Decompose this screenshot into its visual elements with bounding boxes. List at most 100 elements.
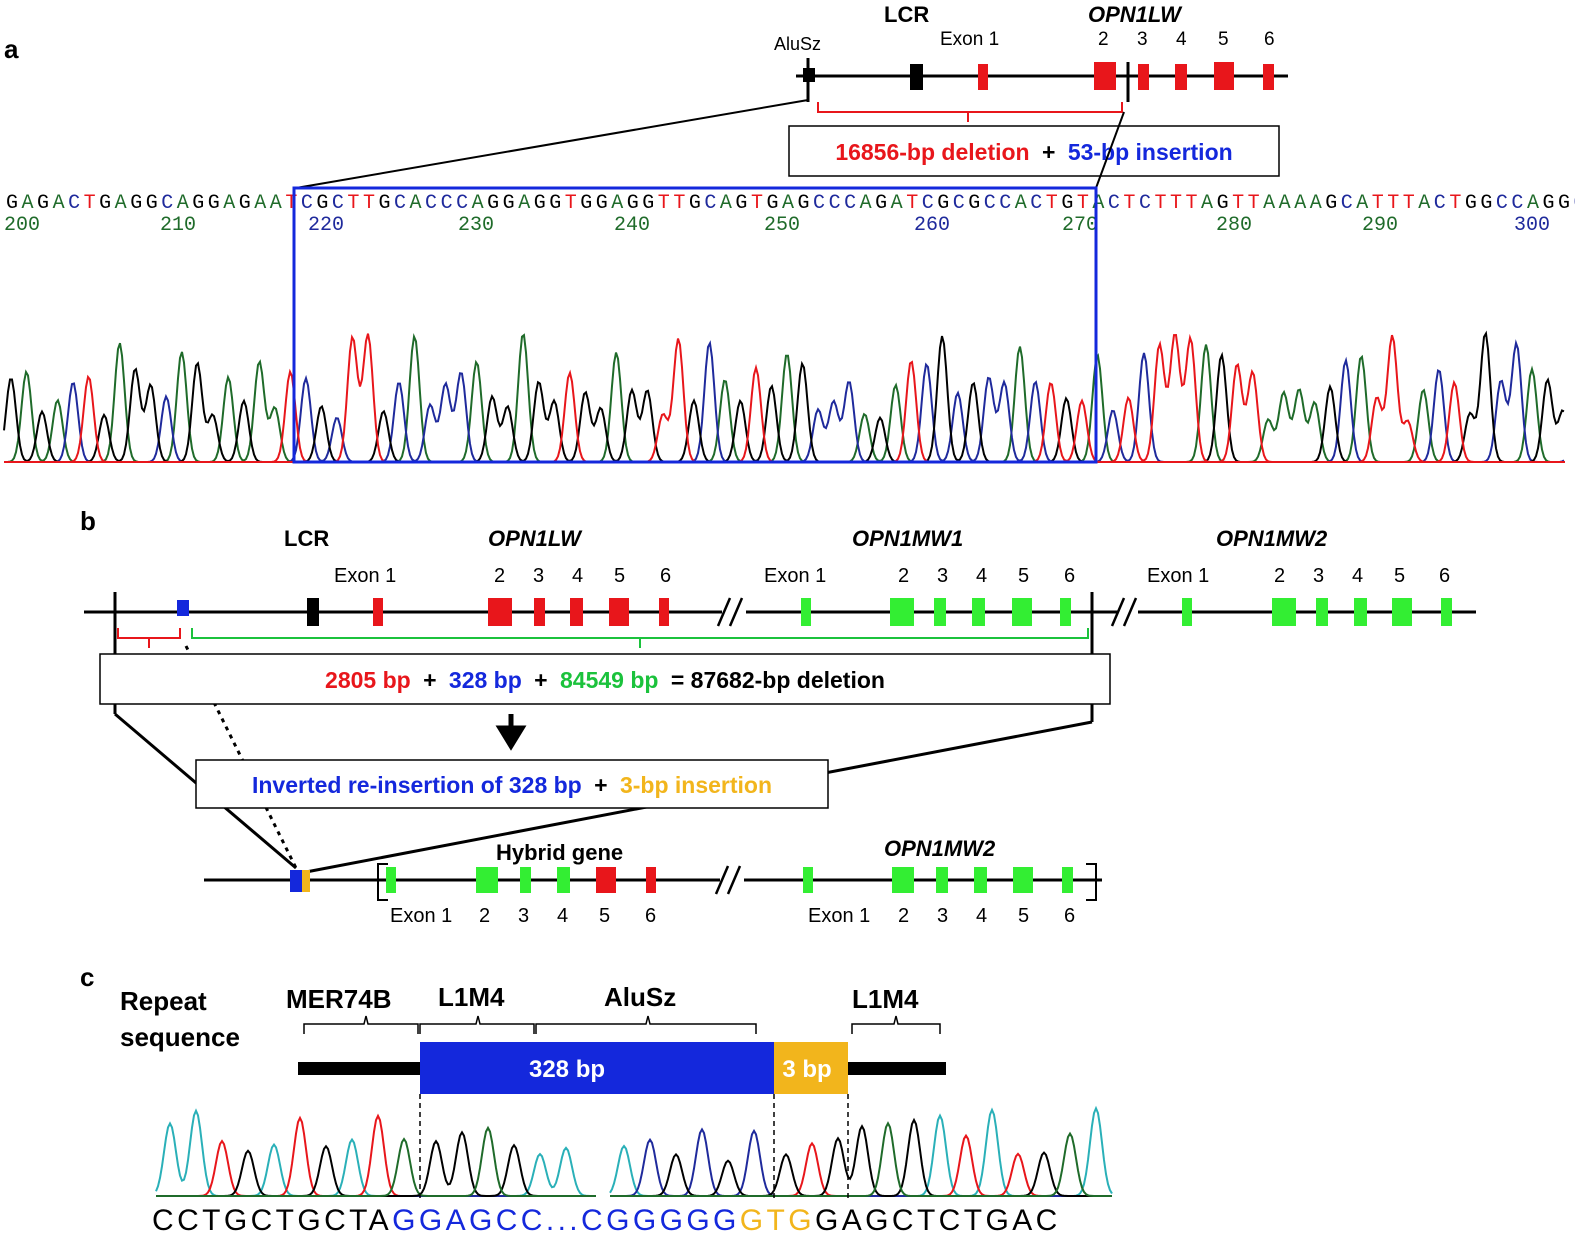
sequence-base: C (161, 192, 173, 215)
exon-number: 5 (1394, 565, 1405, 587)
sequence-base: C (999, 192, 1011, 215)
panel-c-sequence-label: sequence (120, 1022, 240, 1052)
sequence-base: C (922, 192, 934, 215)
exon-block (1392, 598, 1412, 626)
sequence-base: G (689, 192, 701, 215)
panel-c-bracket-mer74b (303, 1015, 419, 1034)
position-label: 230 (458, 214, 494, 237)
panel-b-plus: + (594, 772, 607, 798)
sequence-base: C (829, 192, 841, 215)
exon-number: 2 (479, 905, 490, 927)
position-label: 250 (764, 214, 800, 237)
panel-c-repeat-l1m4: L1M4 (438, 982, 505, 1012)
exon-block (972, 598, 985, 626)
panel-b-bottom-exons (386, 867, 1073, 893)
panel-b-seg1: 2805 bp (325, 667, 411, 693)
exon-block (801, 598, 811, 626)
exon-number: 3 (518, 905, 529, 927)
sequence-base: T (1248, 192, 1260, 215)
panel-a-exon-4 (1175, 64, 1187, 90)
panel-a-exon-1 (978, 64, 988, 90)
panel-b-gene-opn1lw: OPN1LW (488, 526, 583, 551)
sequence-base: G (968, 192, 980, 215)
exon-block (596, 867, 616, 893)
sequence-base: G (1217, 192, 1229, 215)
panel-c-sequence: CCTGCTGCTAGGAGCC...CGGGGGGTGGAGCTCTGAC (152, 1204, 1061, 1236)
exon-block (1013, 867, 1033, 893)
panel-b-seg2: 328 bp (449, 667, 522, 693)
exon-number: 4 (572, 565, 583, 587)
panel-b-hybrid-label: Hybrid gene (496, 840, 623, 865)
panel-b-green-bracket (191, 628, 1089, 648)
sequence-base: G (208, 192, 220, 215)
exon-number: 2 (494, 565, 505, 587)
sequence-base: A (53, 192, 65, 215)
sequence-base: T (1449, 192, 1461, 215)
exon1-label: Exon 1 (334, 565, 396, 587)
exon-number: 6 (660, 565, 671, 587)
sequence-base: G (1325, 192, 1337, 215)
panel-a-alu-block (803, 68, 815, 82)
panel-a-deletion-caption: 16856-bp deletion + 53-bp insertion (835, 139, 1232, 165)
sequence-base: C (953, 192, 965, 215)
sequence-base: A (1310, 192, 1322, 215)
panel-b-break-2 (1110, 597, 1138, 627)
sequence-base: T (1387, 192, 1399, 215)
panel-a-exon-3 (1138, 64, 1149, 90)
panel-c-bar-yellow (774, 1042, 848, 1094)
exon-number: 5 (614, 565, 625, 587)
exon-block (890, 598, 914, 626)
exon-block (520, 867, 531, 893)
exon-block (1060, 598, 1071, 626)
panel-b-deletion-box (99, 653, 1111, 705)
sequence-base: C (1139, 192, 1151, 215)
exon-block (803, 867, 813, 893)
panel-b-gene-opn1mw2: OPN1MW2 (1216, 526, 1328, 551)
panel-a-exon-2 (1094, 62, 1116, 90)
sequence-base: T (285, 192, 297, 215)
exon-number: 3 (1313, 565, 1324, 587)
panel-a-letter: a (4, 34, 19, 64)
exon-block (1316, 598, 1328, 626)
panel-a-plus: + (1042, 139, 1055, 165)
panel-a-exon-number: 6 (1264, 29, 1275, 50)
panel-c-chromatogram (155, 1105, 1113, 1197)
panel-a-zoom-line-left (295, 99, 809, 189)
sequence-base: G (99, 192, 111, 215)
panel-c-repeat-alusz: AluSz (604, 982, 676, 1012)
exon-block (534, 598, 545, 626)
sequence-base: C (1108, 192, 1120, 215)
exon-block (609, 598, 629, 626)
sequence-base: G (146, 192, 158, 215)
sequence-base: C (425, 192, 437, 215)
exon-block (1354, 598, 1367, 626)
panel-b-exons (373, 598, 1452, 626)
exon-block (373, 598, 383, 626)
position-label: 300 (1514, 214, 1550, 237)
trace-line (156, 1125, 596, 1197)
panel-c-repeat-mer74b: MER74B (286, 984, 391, 1014)
sequence-base: A (1263, 192, 1275, 215)
sequence-base: C (394, 192, 406, 215)
sequence-base: A (1201, 192, 1213, 215)
sequence-base: C (813, 192, 825, 215)
exon-number: 3 (937, 905, 948, 927)
sequence-base: G (6, 192, 18, 215)
panel-c-bracket-alusz (535, 1015, 757, 1034)
sequence-base: G (192, 192, 204, 215)
panel-c-repeat-l1m4-2: L1M4 (852, 984, 919, 1014)
position-label: 210 (160, 214, 196, 237)
sequence-base: G (1465, 192, 1477, 215)
panel-a-exon-6 (1263, 64, 1274, 90)
panel-a-exon-5 (1214, 62, 1234, 90)
panel-a-exon-number: 4 (1176, 29, 1187, 50)
sequence-base: C (1030, 192, 1042, 215)
exon-number: 6 (645, 905, 656, 927)
panel-b-bracket-left (377, 863, 388, 901)
exon1-label: Exon 1 (390, 905, 452, 927)
sequence-base: A (1294, 192, 1306, 215)
sequence-base: A (1092, 192, 1104, 215)
panel-b-ins3-text: 3-bp insertion (620, 772, 772, 798)
